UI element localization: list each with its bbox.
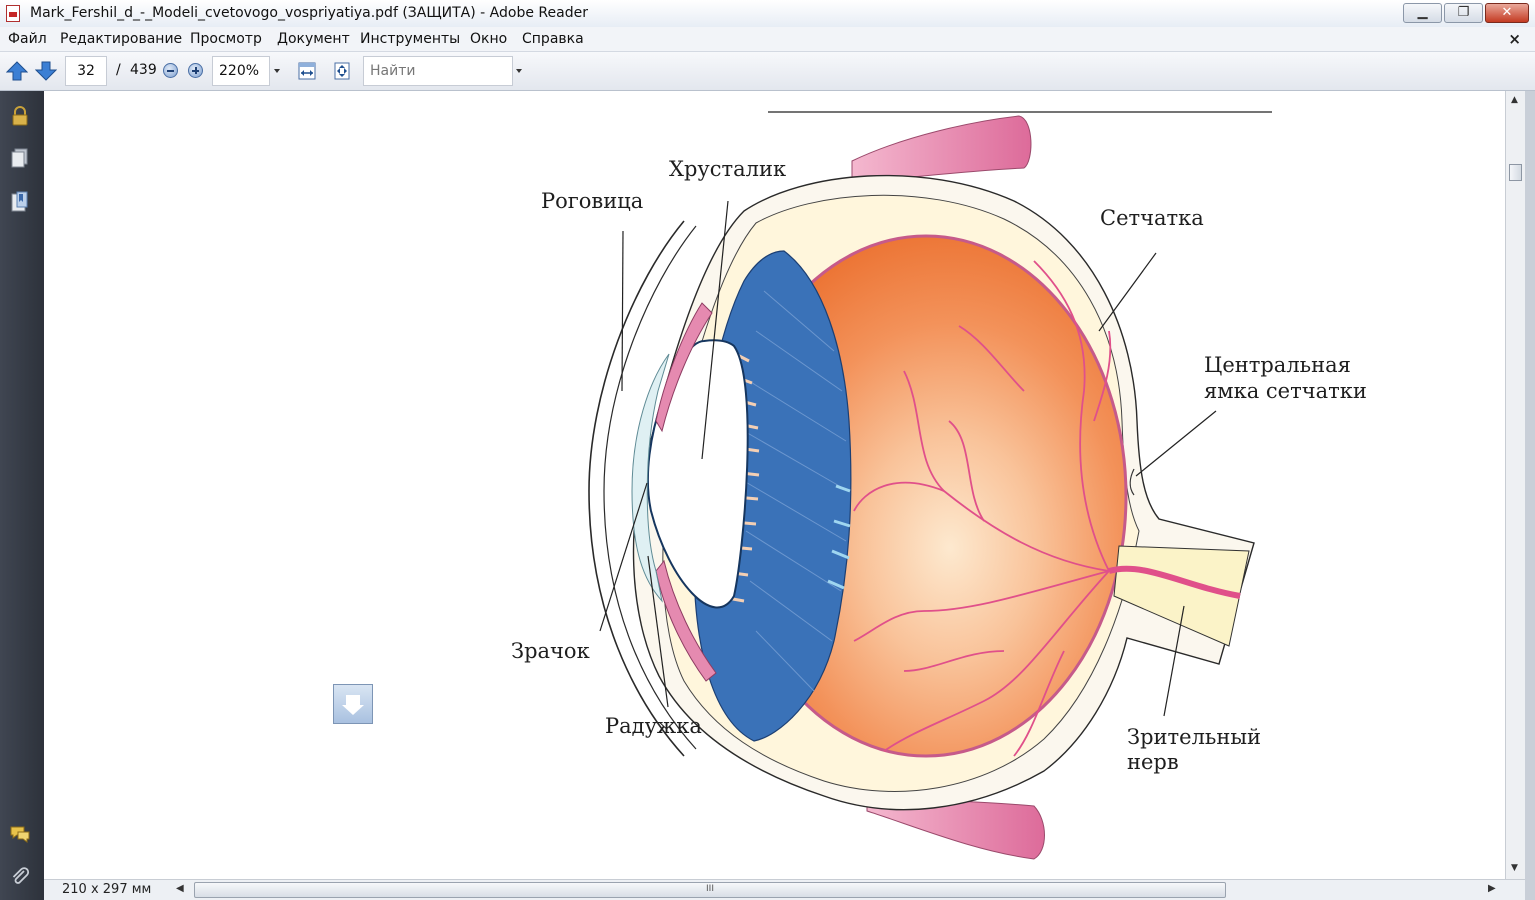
window-title: Mark_Fershil_d_-_Modeli_cvetovogo_vospri… (30, 5, 588, 21)
window-edge (1525, 91, 1535, 900)
page-separator: / (116, 62, 121, 78)
lock-icon[interactable] (9, 105, 31, 127)
eye-diagram (588, 111, 1272, 860)
menu-window[interactable]: Окно (470, 31, 508, 47)
find-dropdown-icon[interactable] (516, 69, 522, 73)
scroll-right-icon[interactable]: ▶ (1488, 883, 1496, 894)
label-fovea-line2: ямка сетчатки (1204, 379, 1367, 403)
label-iris: Радужка (605, 714, 702, 738)
document-page[interactable]: Роговица Хрусталик Сетчатка Центральная … (44, 91, 1505, 879)
label-pupil: Зрачок (511, 639, 590, 663)
next-page-overlay-button[interactable] (333, 684, 373, 724)
label-fovea-line1: Центральная (1204, 353, 1351, 377)
zoom-out-icon[interactable] (163, 63, 178, 78)
menu-bar: Файл Редактирование Просмотр Документ Ин… (0, 27, 1535, 52)
previous-page-icon[interactable] (6, 61, 28, 81)
pages-icon[interactable] (9, 147, 31, 169)
restore-button[interactable]: ❐ (1444, 3, 1483, 23)
menu-document[interactable]: Документ (277, 31, 350, 47)
attachment-icon[interactable] (9, 865, 31, 887)
menu-help[interactable]: Справка (522, 31, 584, 47)
vertical-scrollbar[interactable]: ▲ ▼ (1505, 91, 1525, 879)
find-input[interactable]: Найти (363, 56, 513, 86)
status-bar: 210 x 297 мм ◀ III ▶ (44, 879, 1525, 900)
label-retina: Сетчатка (1100, 206, 1204, 230)
scroll-down-icon[interactable]: ▼ (1511, 863, 1518, 873)
page-size-indicator: 210 x 297 мм (62, 882, 152, 897)
menu-tools[interactable]: Инструменты (360, 31, 461, 47)
menu-edit[interactable]: Редактирование (60, 31, 183, 47)
navigation-panel (0, 91, 44, 900)
pdf-file-icon (6, 5, 20, 22)
zoom-in-icon[interactable] (188, 63, 203, 78)
zoom-dropdown-icon[interactable] (274, 69, 280, 73)
scroll-left-icon[interactable]: ◀ (176, 883, 184, 894)
minimize-button[interactable]: ▁ (1403, 3, 1442, 23)
next-page-icon[interactable] (35, 61, 57, 81)
page-number-input[interactable]: 32 (65, 56, 107, 86)
close-document-button[interactable]: × (1508, 30, 1521, 48)
title-bar: Mark_Fershil_d_-_Modeli_cvetovogo_vospri… (0, 0, 1535, 27)
label-cornea: Роговица (541, 189, 644, 213)
scroll-up-icon[interactable]: ▲ (1511, 95, 1518, 105)
close-button[interactable]: ✕ (1485, 3, 1529, 23)
bookmarks-icon[interactable] (9, 191, 31, 213)
label-lens: Хрусталик (669, 157, 787, 181)
label-optic-nerve-line1: Зрительный (1127, 725, 1262, 749)
page-total: 439 (130, 62, 157, 78)
fit-width-icon[interactable] (297, 61, 317, 81)
label-optic-nerve-line2: нерв (1127, 750, 1179, 774)
horizontal-scroll-thumb[interactable]: III (194, 882, 1226, 898)
menu-view[interactable]: Просмотр (190, 31, 262, 47)
comments-icon[interactable] (9, 823, 31, 845)
vertical-scroll-thumb[interactable] (1509, 164, 1522, 181)
zoom-level-input[interactable]: 220% (212, 56, 270, 86)
fit-page-icon[interactable] (332, 61, 352, 81)
toolbar: 32 / 439 220% Найти (0, 52, 1535, 91)
menu-file[interactable]: Файл (8, 31, 47, 47)
